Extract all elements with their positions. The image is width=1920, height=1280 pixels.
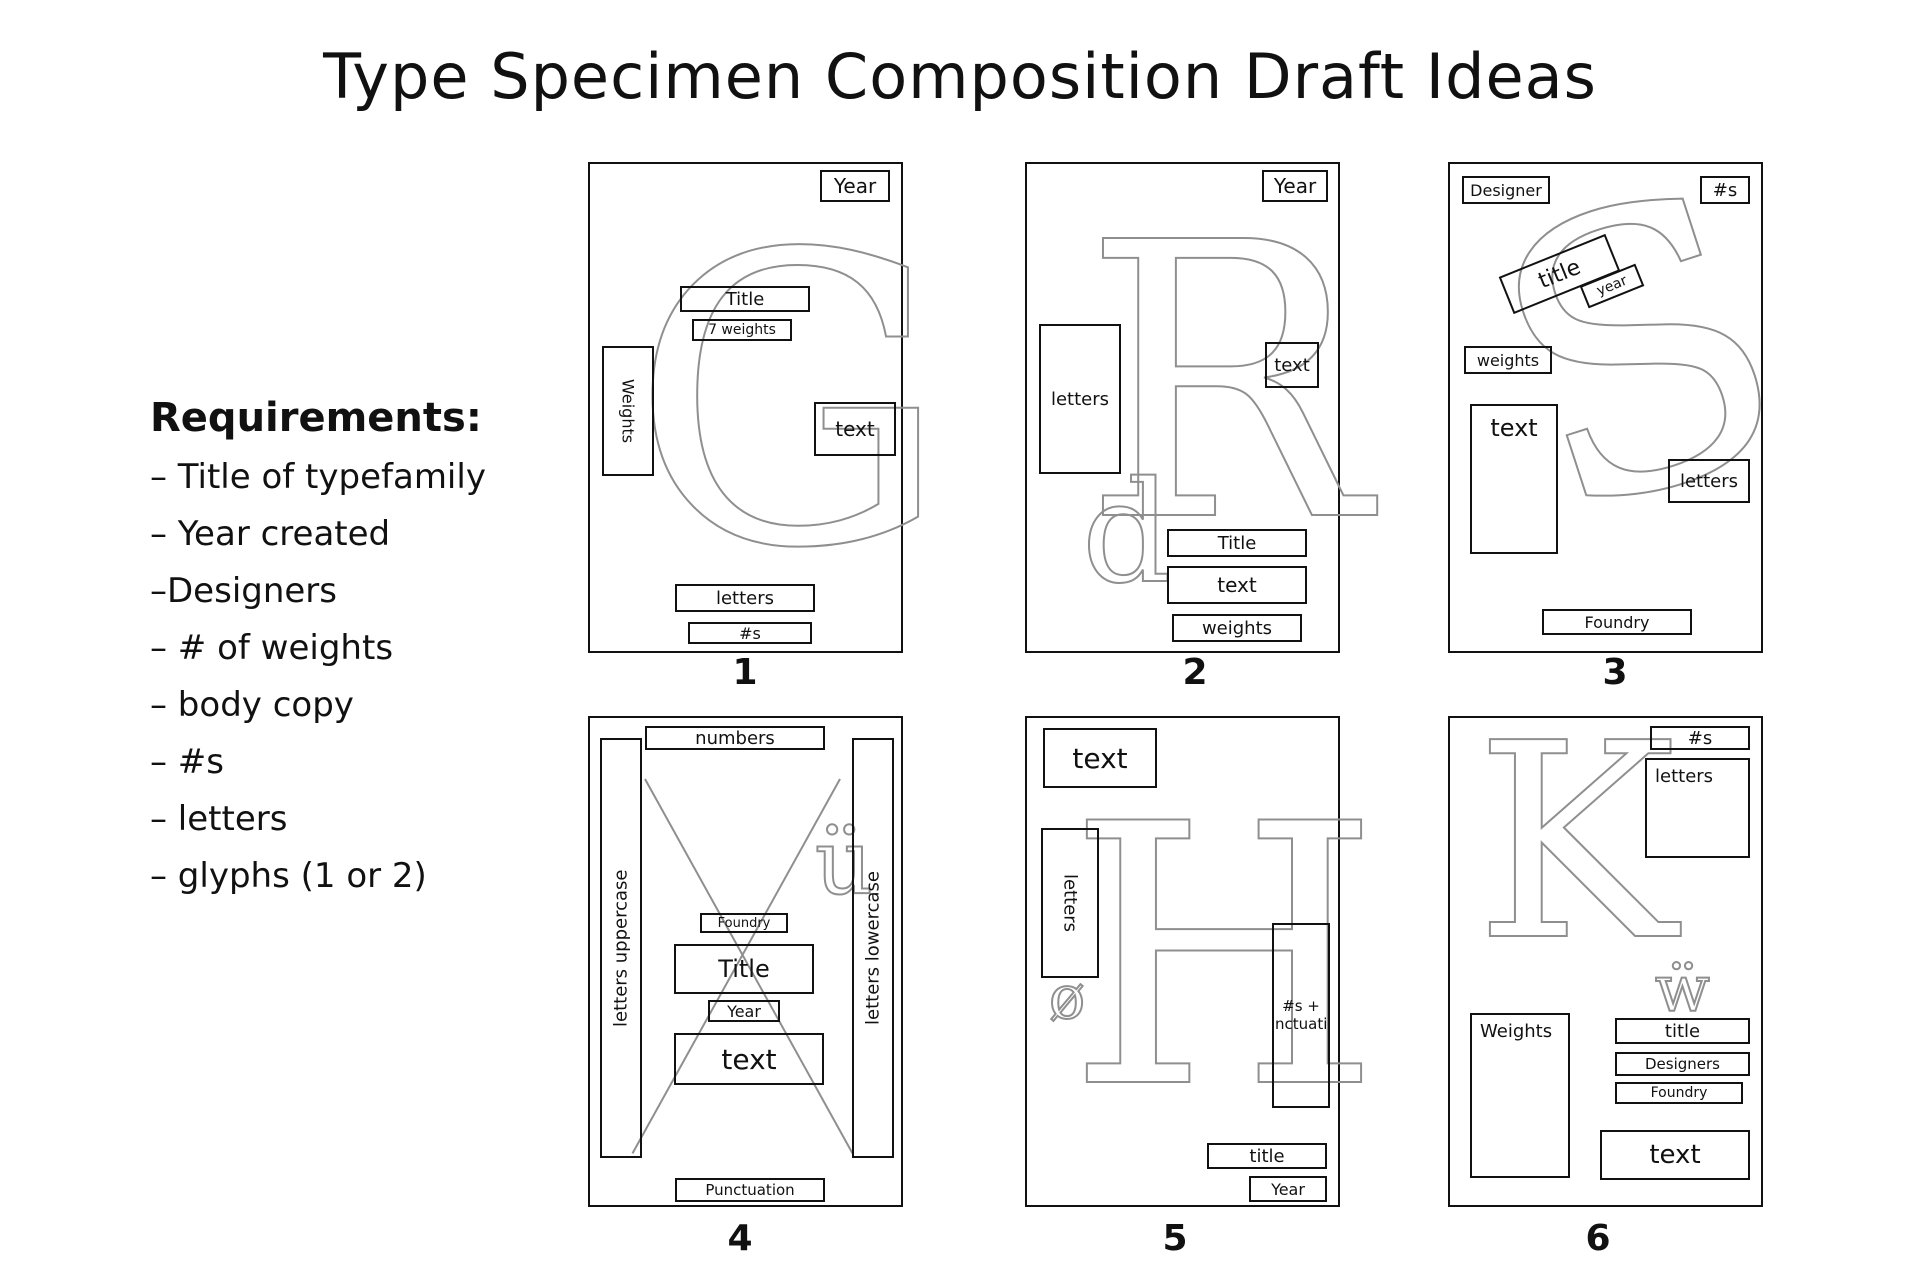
label-weights: weights — [1172, 614, 1302, 642]
label-designer: Designer — [1462, 176, 1550, 204]
label-year: Year — [820, 170, 890, 202]
label-weights: Weights — [1470, 1013, 1570, 1178]
sketch-glyph-5: H — [1066, 748, 1382, 1167]
label-letters: letters — [1645, 758, 1750, 858]
draft-card-5: H ø text letters #s + punctuation title … — [1025, 716, 1382, 1207]
label-text: text — [814, 402, 896, 456]
requirement-item: –Designers — [150, 571, 337, 611]
label-letters: letters — [1039, 324, 1121, 474]
requirement-item: – #s — [150, 742, 225, 782]
sketch-glyph-6b: ẅ — [1654, 953, 1711, 1027]
requirements-list: Requirements: – Title of typefamily – Ye… — [150, 395, 486, 905]
draft-number-2: 2 — [1182, 652, 1208, 693]
label-year: Year — [1249, 1176, 1327, 1202]
sketch-glyph-2b: d — [1081, 452, 1173, 615]
label-punctuation: Punctuation — [675, 1178, 825, 1202]
requirements-heading: Requirements: — [150, 395, 482, 441]
label-numbers: #s — [1650, 726, 1750, 750]
requirement-item: – Year created — [150, 514, 391, 554]
requirement-item: – letters — [150, 799, 288, 839]
label-letters: letters — [1041, 828, 1099, 978]
draft-number-5: 5 — [1162, 1218, 1188, 1259]
draft-card-4: X ü numbers letters uppercase letters lo… — [588, 716, 903, 1207]
label-text: text — [674, 1033, 824, 1085]
page-title: Type Specimen Composition Draft Ideas — [323, 40, 1597, 113]
label-text: text — [1265, 342, 1319, 388]
requirement-item: – glyphs (1 or 2) — [150, 856, 427, 896]
draft-number-1: 1 — [732, 652, 758, 693]
label-title: title — [1615, 1018, 1750, 1044]
label-letters: letters — [1668, 459, 1750, 503]
sketch-glyph-2: R — [1081, 162, 1369, 605]
sketch-glyph-1: G — [629, 171, 951, 636]
label-text: text — [1043, 728, 1157, 788]
draft-card-3: S Designer #s title year weights text le… — [1447, 102, 1833, 653]
requirements-items: – Title of typefamily – Year created –De… — [150, 449, 486, 905]
requirement-item: – Title of typefamily — [150, 457, 486, 497]
label-year: Year — [1262, 170, 1328, 202]
label-numbers: #s — [1700, 176, 1750, 204]
draft-card-2: R d Year letters text Title text weights — [1025, 162, 1369, 653]
label-title: Title — [674, 944, 814, 994]
label-year: Year — [708, 1000, 780, 1022]
draft-number-6: 6 — [1585, 1218, 1611, 1259]
label-text: text — [1600, 1130, 1750, 1180]
label-text: text — [1167, 566, 1307, 604]
label-title: Title — [1167, 529, 1307, 557]
label-designers: Designers — [1615, 1052, 1750, 1076]
label-foundry: Foundry — [1615, 1082, 1743, 1104]
label-numbers: #s — [688, 622, 812, 644]
label-title: title — [1207, 1143, 1327, 1169]
label-foundry: Foundry — [700, 913, 788, 933]
draft-number-4: 4 — [727, 1218, 753, 1259]
draft-card-6: K ẅ #s letters Weights title Designers F… — [1448, 707, 1763, 1207]
requirement-item: – # of weights — [150, 628, 394, 668]
label-foundry: Foundry — [1542, 609, 1692, 635]
label-letters-lowercase: letters lowercase — [852, 738, 894, 1158]
label-title: Title — [680, 286, 810, 312]
label-weights: Weights — [602, 346, 654, 476]
label-weights: weights — [1464, 346, 1552, 374]
requirement-item: – body copy — [150, 685, 354, 725]
label-letters: letters — [675, 584, 815, 612]
label-numbers: numbers — [645, 726, 825, 750]
label-weights-count: 7 weights — [692, 319, 792, 341]
label-text: text — [1470, 404, 1558, 554]
label-letters-uppercase: letters uppercase — [600, 738, 642, 1158]
draft-card-1: G Year Title 7 weights Weights text lett… — [588, 162, 951, 653]
label-numbers-punctuation: #s + punctuation — [1272, 923, 1330, 1108]
draft-number-3: 3 — [1602, 652, 1628, 693]
